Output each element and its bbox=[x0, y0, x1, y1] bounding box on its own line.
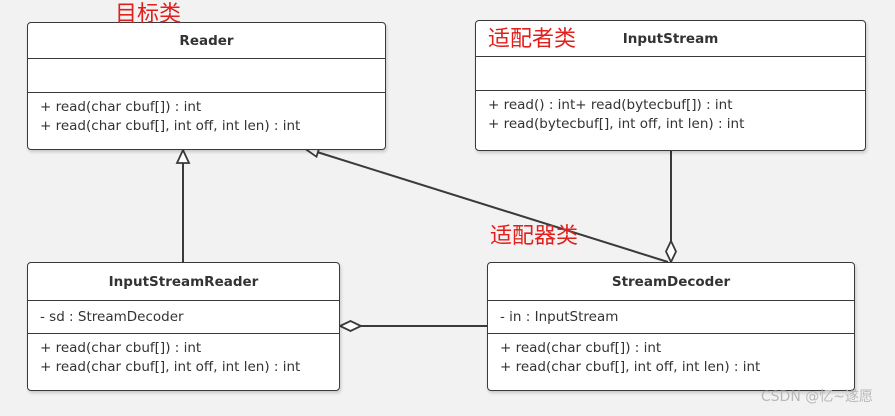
class-reader-name: Reader bbox=[28, 23, 385, 59]
label-adapter-class: 适配器类 bbox=[490, 224, 579, 249]
class-inputstreamreader[interactable]: InputStreamReader - sd : StreamDecoder +… bbox=[27, 262, 340, 391]
class-inputstream-operation: + read() : int+ read(bytecbuf[]) : int bbox=[488, 97, 733, 113]
generalization-arrow-reader-left bbox=[175, 147, 191, 164]
class-streamdecoder-operation: + read(char cbuf[], int off, int len) : … bbox=[500, 358, 761, 375]
class-inputstream-name: InputStream bbox=[476, 21, 865, 57]
class-inputstreamreader-attribute: - sd : StreamDecoder bbox=[40, 309, 184, 325]
class-reader-operation: + read(char cbuf[], int off, int len) : … bbox=[40, 117, 301, 134]
class-streamdecoder-operations: + read(char cbuf[]) : int + read(char cb… bbox=[488, 334, 854, 390]
class-inputstreamreader-operation: + read(char cbuf[]) : int bbox=[40, 340, 202, 356]
class-inputstream-operation: + read(bytecbuf[], int off, int len) : i… bbox=[488, 115, 745, 132]
class-inputstreamreader-operations: + read(char cbuf[]) : int + read(char cb… bbox=[28, 334, 339, 390]
class-streamdecoder-name: StreamDecoder bbox=[488, 263, 854, 301]
label-target-class: 目标类 bbox=[115, 2, 182, 27]
aggregation-diamond-inputstreamreader bbox=[337, 320, 364, 332]
class-streamdecoder-attributes: - in : InputStream bbox=[488, 301, 854, 334]
class-inputstreamreader-attributes: - sd : StreamDecoder bbox=[28, 301, 339, 334]
class-reader-operation: + read(char cbuf[]) : int bbox=[40, 99, 202, 115]
class-inputstream-attributes bbox=[476, 57, 865, 91]
class-streamdecoder-attribute: - in : InputStream bbox=[500, 309, 619, 325]
aggregation-diamond-streamdecoder bbox=[665, 238, 677, 265]
class-inputstreamreader-operation: + read(char cbuf[], int off, int len) : … bbox=[40, 358, 301, 375]
class-streamdecoder[interactable]: StreamDecoder - in : InputStream + read(… bbox=[487, 262, 855, 391]
generalization-line-streamdecoder bbox=[316, 151, 669, 263]
class-reader-operations: + read(char cbuf[]) : int + read(char cb… bbox=[28, 93, 385, 149]
label-adaptee-class: 适配者类 bbox=[488, 27, 577, 52]
class-reader[interactable]: Reader + read(char cbuf[]) : int + read(… bbox=[27, 22, 386, 150]
watermark: CSDN @忆~遂愿 bbox=[760, 389, 873, 405]
class-streamdecoder-operation: + read(char cbuf[]) : int bbox=[500, 340, 662, 356]
class-inputstream-operations: + read() : int+ read(bytecbuf[]) : int +… bbox=[476, 91, 865, 150]
class-inputstream[interactable]: InputStream + read() : int+ read(bytecbu… bbox=[475, 20, 866, 151]
class-reader-attributes bbox=[28, 59, 385, 93]
class-inputstreamreader-name: InputStreamReader bbox=[28, 263, 339, 301]
